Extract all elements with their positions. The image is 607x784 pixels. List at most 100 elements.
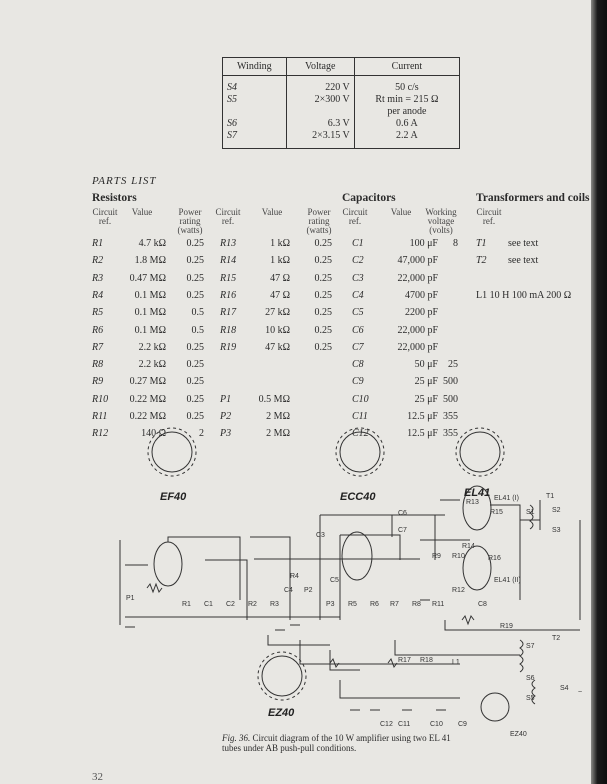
resistor-ref: R14: [220, 255, 237, 267]
resistor-power: 0.25: [186, 272, 205, 284]
resistor-ref: R12: [92, 428, 109, 440]
col-header: Voltage: [285, 57, 355, 76]
resistor-power: 0.25: [186, 289, 205, 301]
resistor-value: 0.47 MΩ: [129, 272, 166, 284]
column-header: Power rating (watts): [177, 207, 203, 235]
resistor-power: 0.25: [314, 238, 333, 249]
ecc40-pinout: [335, 427, 385, 477]
resistor-ref: R3: [92, 272, 104, 284]
resistor-ref: R18: [220, 324, 237, 336]
component-label: R10: [452, 553, 465, 560]
resistor-value: 1 kΩ: [270, 238, 290, 249]
resistor-value: 2.2 kΩ: [138, 359, 166, 371]
resistors-heading: Resistors: [92, 192, 137, 204]
current: 50 c/s: [353, 75, 460, 94]
capacitor-ref: C7: [352, 341, 364, 353]
capacitor-ref: C8: [352, 359, 364, 371]
component-label: R17: [398, 657, 411, 664]
capacitor-value: 12.5 μF: [407, 411, 438, 422]
capacitor-ref: C12: [352, 428, 369, 440]
capacitor-ref: C4: [352, 289, 364, 301]
component-label: S5: [526, 695, 535, 702]
resistor-ref: R1: [92, 238, 104, 249]
winding: S7: [227, 130, 237, 141]
component-label: P3: [326, 601, 335, 608]
page-edge-shadow: [591, 0, 607, 784]
resistor-value: 1.8 MΩ: [134, 255, 166, 267]
resistor-power: 0.25: [314, 341, 333, 353]
column-header: Value: [131, 207, 153, 217]
transformer-note: see text: [508, 238, 539, 249]
capacitor-voltage: 355: [443, 428, 458, 440]
component-label: S3: [552, 527, 561, 534]
component-label: R14: [462, 543, 475, 550]
resistor-ref: R16: [220, 289, 237, 301]
column-header: Working voltage (volts): [425, 207, 457, 235]
component-label: C4: [284, 587, 293, 594]
component-label: R19: [500, 623, 513, 630]
component-label: R16: [488, 555, 501, 562]
component-label: R6: [370, 601, 379, 608]
resistor-ref: R9: [92, 376, 104, 388]
component-label: S4: [560, 685, 569, 692]
resistor-value: 47 Ω: [270, 289, 290, 301]
component-label: EL41 (I): [494, 495, 519, 502]
transformer-ref: T2: [476, 255, 487, 267]
current: Rt min = 215 Ω: [353, 94, 460, 106]
winding: S6: [227, 118, 237, 129]
resistor-value: 1 kΩ: [270, 255, 290, 267]
el41-pinout: [455, 427, 505, 477]
resistor-ref: R11: [92, 411, 108, 422]
page-number: 32: [92, 771, 103, 783]
potentiometer-value: 0.5 MΩ: [258, 393, 290, 405]
tube-label-el41: EL41: [464, 487, 490, 499]
capacitor-value: 25 μF: [414, 393, 438, 405]
component-label: S2: [552, 507, 561, 514]
resistor-value: 10 kΩ: [265, 324, 290, 336]
component-label: C7: [398, 527, 407, 534]
column-header: Value: [261, 207, 283, 217]
component-label: C10: [430, 721, 443, 728]
component-label: L1: [452, 659, 460, 666]
voltage: 2×300 V: [285, 94, 355, 106]
resistor-power: 0.25: [186, 411, 205, 422]
component-label: C11: [398, 721, 410, 728]
column-header: Power rating (watts): [306, 207, 332, 235]
resistor-value: 140 Ω: [141, 428, 166, 440]
current: 2.2 A: [353, 130, 460, 149]
capacitor-value: 47,000 pF: [397, 255, 438, 267]
current: per anode: [353, 106, 460, 118]
capacitor-value: 2200 pF: [404, 307, 438, 319]
resistor-power: 0.25: [186, 341, 205, 353]
component-label: ~: [578, 689, 582, 696]
component-label: R1: [182, 601, 191, 608]
resistor-power: 0.25: [314, 272, 333, 284]
capacitor-voltage: 500: [443, 393, 458, 405]
component-label: C8: [478, 601, 487, 608]
capacitor-value: 50 μF: [414, 359, 438, 371]
component-label: C2: [226, 601, 235, 608]
component-label: R4: [290, 573, 299, 580]
capacitor-value: 100 μF: [409, 238, 438, 249]
resistor-value: 47 Ω: [270, 272, 290, 284]
potentiometer-ref: P2: [220, 411, 232, 422]
capacitor-voltage: 25: [448, 359, 458, 371]
tube-label-ecc40: ECC40: [340, 491, 376, 503]
col-header: Winding: [222, 57, 287, 76]
resistor-power: 0.25: [314, 255, 333, 267]
resistor-ref: R17: [220, 307, 237, 319]
component-label: C12: [380, 721, 393, 728]
winding: S4: [227, 82, 237, 93]
component-label: R7: [390, 601, 399, 608]
figure-number: Fig. 36.: [222, 733, 251, 743]
component-label: R9: [432, 553, 441, 560]
transformers-heading: Transformers and coils: [476, 192, 590, 204]
column-header: Circuit ref.: [215, 207, 241, 226]
column-header: Value: [390, 207, 412, 217]
resistor-ref: R13: [220, 238, 237, 249]
resistor-value: 47 kΩ: [265, 341, 290, 353]
capacitor-ref: C9: [352, 376, 364, 388]
potentiometer-value: 2 MΩ: [266, 428, 290, 440]
